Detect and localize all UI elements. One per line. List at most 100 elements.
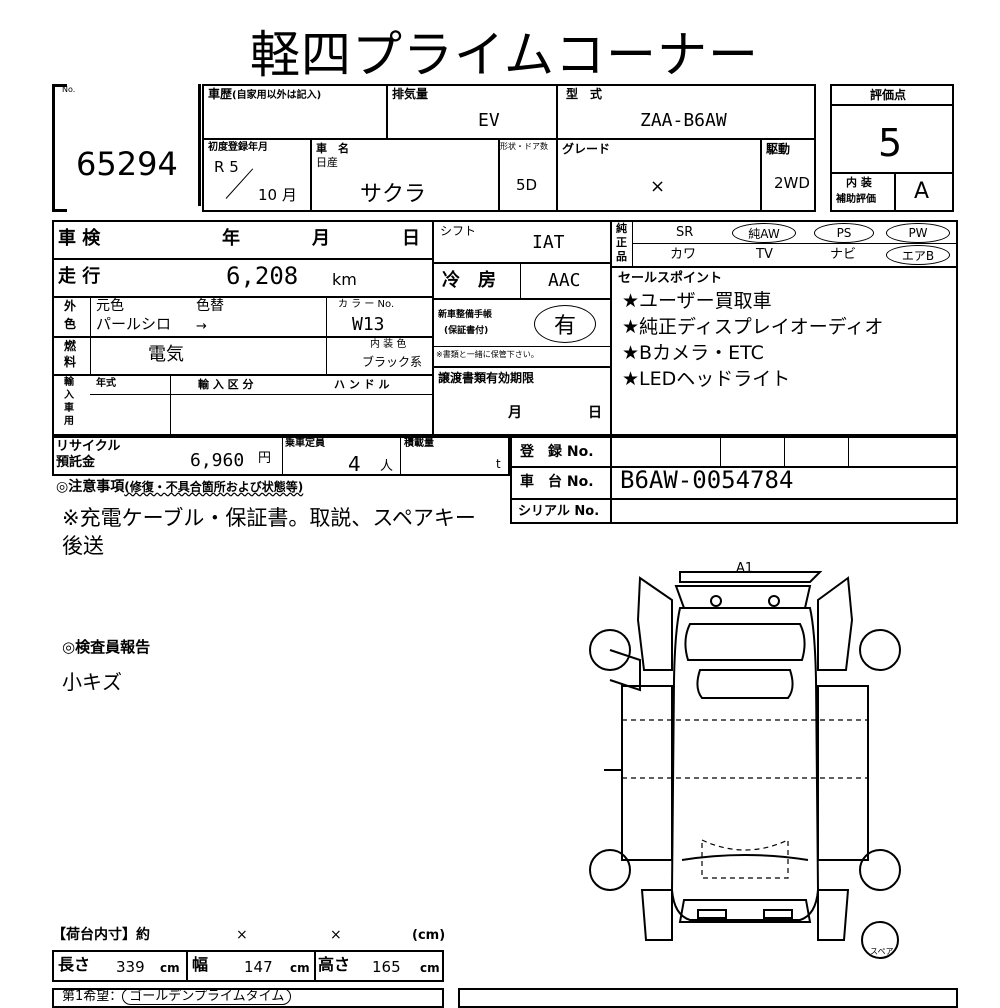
- bottom-prefix: 第1希望：ゴールデンプライムタイム: [62, 988, 292, 1005]
- transfer-day: 日: [588, 405, 602, 421]
- doors-label: 形状・ドア数: [500, 142, 548, 151]
- transfer-label: 譲渡書類有効期限: [438, 371, 535, 385]
- color-side-label-1: 外: [64, 299, 77, 313]
- lot-number: 65294: [76, 145, 178, 183]
- manual-sub: (保証書付): [444, 326, 489, 336]
- page-title: 軽四プライムコーナー: [250, 26, 759, 84]
- cargo-width-unit: cm: [290, 961, 310, 975]
- import-side-2: 入: [64, 390, 74, 401]
- fuel-value: 電気: [148, 344, 184, 365]
- cargo-height-unit: cm: [420, 961, 440, 975]
- equip-tv: TV: [756, 247, 773, 262]
- capacity-label: 乗車定員: [285, 438, 325, 449]
- inspector-label: ◎検査員報告: [62, 638, 151, 656]
- color-no-label: カ ラ ー No.: [338, 299, 395, 310]
- grade-label: グレード: [562, 142, 611, 156]
- fuel-label-1: 燃: [64, 339, 77, 353]
- cargo-x2: ×: [330, 927, 342, 943]
- equip-ps: PS: [814, 223, 874, 243]
- registration-table: [510, 436, 958, 524]
- cargo-length-unit: cm: [160, 961, 180, 975]
- color-side-label-2: 色: [64, 317, 77, 331]
- cargo-width: 147: [244, 958, 273, 976]
- diagram-mark: A1: [736, 561, 754, 576]
- sales-item-4: ★LEDヘッドライト: [622, 368, 791, 390]
- cargo-label: 【荷台内寸】約: [52, 927, 150, 943]
- equip-label-3: 品: [616, 250, 627, 263]
- mileage-unit: km: [332, 270, 357, 289]
- ac-value: AAC: [548, 270, 581, 291]
- grade-value: ×: [650, 176, 666, 197]
- equip-leather: カワ: [670, 247, 697, 262]
- color-arrow: →: [196, 319, 207, 334]
- recycle-label-2: 預託金: [56, 455, 96, 470]
- sales-label: セールスポイント: [618, 271, 723, 286]
- import-side-3: 車: [64, 403, 74, 414]
- manual-value: 有: [534, 305, 596, 343]
- sales-item-2: ★純正ディスプレイオーディオ: [622, 316, 884, 338]
- chassis-label: 車 台 No.: [520, 474, 594, 490]
- lot-label: No.: [62, 85, 76, 94]
- equip-airbag: エアB: [886, 245, 950, 265]
- cargo-width-label: 幅: [192, 955, 209, 974]
- bottom-box-right: [458, 988, 958, 1008]
- recycle-label-1: リサイクル: [56, 439, 121, 454]
- import-side-1: 輸: [64, 377, 74, 388]
- inspection-label: 車 検: [58, 228, 101, 249]
- load-label: 積載量: [404, 438, 434, 449]
- spare-label: スペア: [870, 947, 894, 956]
- serial-label: シリアル No.: [518, 504, 600, 519]
- notes-line-2: 後送: [62, 534, 104, 558]
- recycle-unit: 円: [258, 451, 272, 466]
- interior-label: 内 装: [846, 176, 872, 189]
- car-name-label: 車 名: [316, 142, 349, 155]
- mileage-label: 走 行: [58, 266, 101, 287]
- first-reg-era: R 5: [214, 158, 239, 176]
- cargo-length: 339: [116, 958, 145, 976]
- manual-note: ※書類と一緒に保管下さい。: [436, 350, 539, 359]
- equip-label-1: 純: [616, 222, 627, 235]
- equip-pw: PW: [886, 223, 950, 243]
- car-diagram: [589, 571, 901, 959]
- sales-item-1: ★ユーザー買取車: [622, 290, 772, 312]
- import-type-label: 輸 入 区 分: [198, 378, 254, 391]
- lot-bracket: [52, 84, 67, 212]
- interior-color: ブラック系: [362, 355, 423, 369]
- load-unit: t: [496, 457, 501, 471]
- cargo-unit: (cm): [412, 928, 446, 943]
- mileage-value: 6,208: [226, 262, 299, 290]
- car-maker: 日産: [316, 156, 338, 169]
- transfer-month: 月: [508, 405, 522, 421]
- model-value: ZAA-B6AW: [640, 110, 727, 131]
- shift-value: IAT: [532, 232, 565, 253]
- main-table: [52, 220, 958, 436]
- rating-box: [830, 84, 954, 212]
- sales-item-3: ★Bカメラ・ETC: [622, 342, 764, 364]
- color-original: パールシロ: [96, 315, 172, 333]
- notes-line-1: ※充電ケーブル・保証書。取説、スペアキー: [62, 506, 476, 530]
- registration-label: 登 録 No.: [520, 444, 594, 460]
- chassis-value: B6AW-0054784: [620, 466, 794, 494]
- cargo-x1: ×: [236, 927, 248, 943]
- doors-value: 5D: [516, 176, 538, 194]
- import-handle-label: ハ ン ド ル: [334, 378, 390, 391]
- equip-navi: ナビ: [830, 247, 857, 262]
- inspector-value: 小キズ: [62, 670, 122, 694]
- displacement-value: EV: [478, 110, 500, 131]
- equip-aw: 純AW: [732, 223, 796, 243]
- inspection-year: 年: [222, 228, 240, 249]
- shift-label: シフト: [440, 224, 477, 238]
- equip-label-2: 正: [616, 236, 627, 249]
- cargo-height: 165: [372, 958, 401, 976]
- import-year-label: 年式: [96, 378, 116, 389]
- cargo-length-label: 長さ: [58, 955, 91, 974]
- capacity-unit: 人: [380, 459, 394, 474]
- equip-sr: SR: [676, 225, 694, 240]
- color-original-label: 元色: [96, 298, 124, 314]
- drive-value: 2WD: [774, 174, 810, 192]
- recycle-table: [52, 436, 510, 476]
- notes-label: ◎注意事項(修復・不具合箇所および状態等): [56, 479, 304, 495]
- first-reg-label: 初度登録年月: [208, 142, 268, 153]
- drive-label: 駆動: [766, 142, 791, 156]
- inspection-day: 日: [402, 228, 420, 249]
